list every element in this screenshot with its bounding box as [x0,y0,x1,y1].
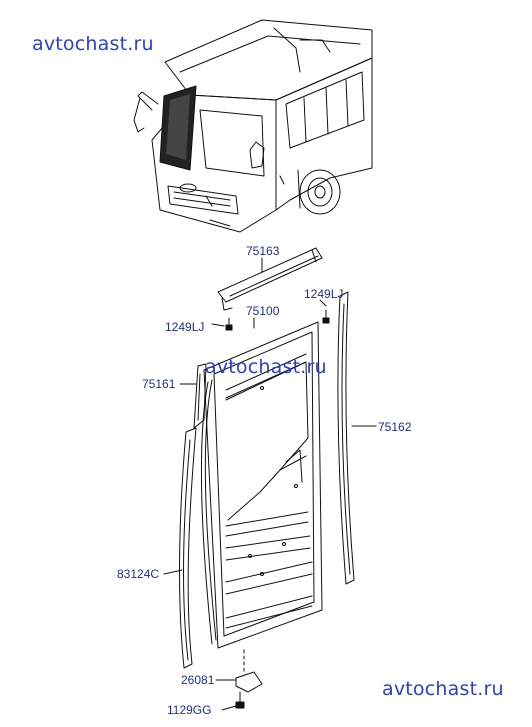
watermark-bottom: avtochast.ru [382,678,504,700]
part-83124c-weatherstrip [179,427,197,669]
label-75163: 75163 [246,244,280,258]
part-75162-weatherstrip [337,291,355,585]
label-26081: 26081 [181,673,215,687]
bolt-1129gg [235,691,245,709]
label-75161: 75161 [142,377,176,391]
label-83124c: 83124C [117,567,160,581]
bolt-1249lj-right [322,309,330,324]
part-26081-bracket [235,649,263,693]
watermark-top: avtochast.ru [32,33,154,55]
bolt-1249lj-left [225,317,233,331]
label-75162: 75162 [378,420,412,434]
watermark-middle: avtochast.ru [205,356,327,378]
bus-illustration [133,19,373,233]
label-1129gg: 1129GG [167,703,212,717]
part-75161-strip [193,363,207,429]
label-1249lj-right: 1249LJ [304,287,344,301]
leader-lines [163,257,377,711]
part-75163-rail [217,247,323,311]
part-75100-door [200,321,323,649]
label-75100: 75100 [246,304,280,318]
label-1249lj-left: 1249LJ [165,320,205,334]
